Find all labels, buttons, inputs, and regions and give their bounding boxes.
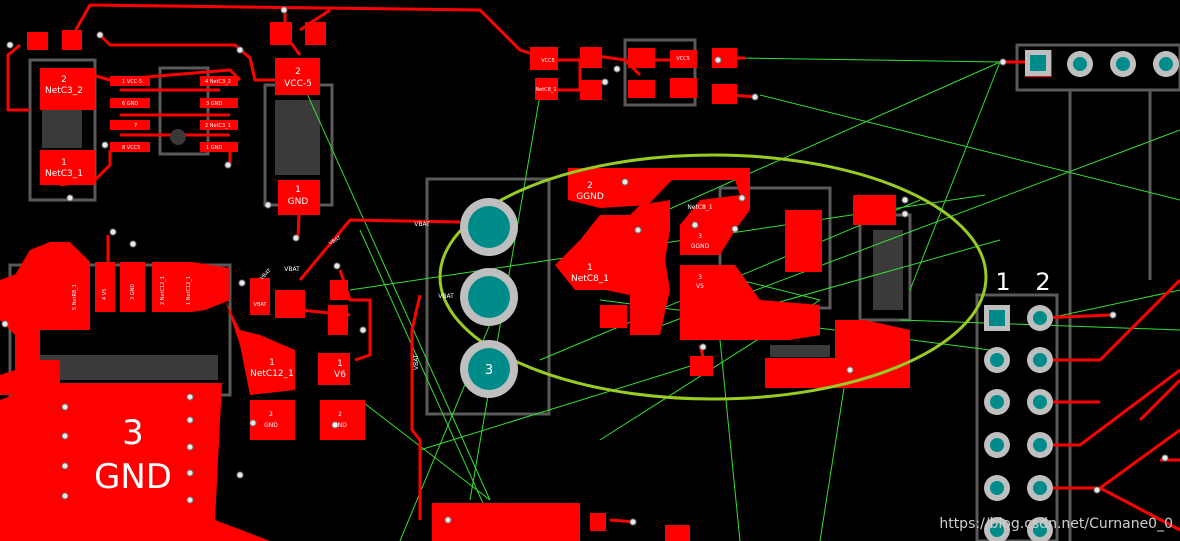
svg-text:V5: V5	[696, 283, 704, 290]
silkscreen-labels: 2 NetC3_2 1 NetC3_1 2 VCC-5 1 GND 1 VCC-…	[45, 56, 1051, 497]
svg-text:2 NetC3_1: 2 NetC3_1	[205, 123, 231, 129]
svg-text:2: 2	[587, 181, 593, 191]
svg-text:VCC-5: VCC-5	[284, 79, 312, 89]
header-vias	[984, 50, 1179, 541]
svg-text:1: 1	[269, 358, 275, 368]
svg-text:VBAT: VBAT	[413, 354, 420, 370]
svg-text:6 GND: 6 GND	[122, 101, 138, 107]
svg-text:1: 1	[587, 263, 593, 273]
svg-text:3: 3	[698, 233, 702, 240]
small-vias	[1, 6, 1169, 526]
svg-text:2: 2	[338, 411, 342, 418]
svg-text:GGND: GGND	[691, 243, 710, 250]
svg-text:VBAT: VBAT	[328, 235, 343, 247]
svg-text:4 NetC3_2: 4 NetC3_2	[205, 79, 231, 85]
svg-text:1: 1	[61, 158, 67, 168]
svg-text:4 V5: 4 V5	[102, 289, 108, 300]
battery-holder-outline	[425, 177, 551, 416]
svg-text:1: 1	[337, 359, 343, 369]
copper-traces	[6, 3, 1180, 532]
svg-text:NetC3_1: NetC3_1	[45, 169, 83, 179]
svg-text:VCC5: VCC5	[541, 58, 555, 64]
svg-text:1: 1	[295, 185, 301, 195]
ratsnest-lines	[299, 57, 1180, 541]
svg-text:2: 2	[61, 75, 67, 85]
svg-text:2 NetC12_1: 2 NetC12_1	[160, 276, 166, 305]
svg-text:3 GND: 3 GND	[130, 284, 136, 300]
svg-text:NetC8_1: NetC8_1	[687, 204, 713, 211]
svg-text:7: 7	[134, 123, 137, 129]
ic-pin1-marker	[170, 129, 186, 145]
svg-text:GND: GND	[264, 422, 278, 429]
svg-text:VBAT: VBAT	[438, 293, 454, 300]
battery-vias	[460, 198, 518, 398]
svg-text:1 NetC12_1: 1 NetC12_1	[186, 276, 192, 305]
gnd-pour-label: GND	[94, 457, 172, 497]
svg-text:NetC12_1: NetC12_1	[250, 369, 294, 379]
svg-text:NetC3_2: NetC3_2	[45, 86, 83, 96]
svg-text:GND: GND	[288, 197, 309, 207]
svg-text:VCC5: VCC5	[676, 56, 690, 62]
svg-text:2: 2	[269, 411, 273, 418]
svg-text:VBAT: VBAT	[254, 302, 268, 308]
svg-text:GGND: GGND	[576, 192, 604, 202]
svg-text:1 VCC-5: 1 VCC-5	[122, 79, 142, 85]
svg-text:1 GND: 1 GND	[206, 145, 222, 151]
svg-text:3: 3	[698, 274, 702, 281]
svg-text:8 VCC5: 8 VCC5	[122, 145, 140, 151]
svg-text:VBAT: VBAT	[414, 221, 430, 228]
header-pin2-label: 2	[1035, 268, 1050, 296]
highlight-ellipse	[438, 153, 988, 401]
header-pin1-label: 1	[995, 268, 1010, 296]
copper-pours	[0, 22, 1052, 541]
svg-text:NetC8_1: NetC8_1	[535, 87, 556, 93]
svg-text:2: 2	[295, 67, 301, 77]
svg-text:VBAT: VBAT	[284, 266, 300, 273]
svg-text:V6: V6	[334, 370, 346, 380]
battery-pin3-label: 3	[485, 363, 493, 378]
svg-text:NetC8_1: NetC8_1	[571, 274, 609, 284]
gnd-pour-number: 3	[122, 413, 144, 453]
gnd-pour	[0, 383, 270, 541]
watermark: https://blog.csdn.net/Curnane0_0	[939, 516, 1173, 532]
svg-text:5 NetR8_1: 5 NetR8_1	[72, 284, 78, 310]
svg-text:GND: GND	[333, 422, 347, 429]
svg-text:3 GND: 3 GND	[206, 101, 222, 107]
